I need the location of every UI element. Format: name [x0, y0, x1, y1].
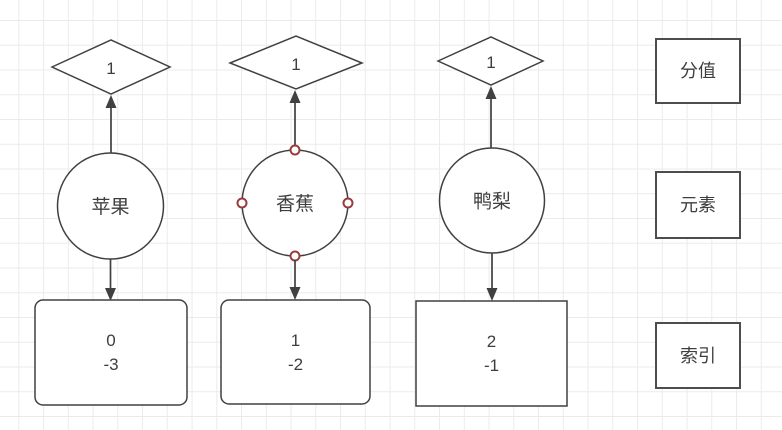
connection-point-right-handle[interactable]	[342, 197, 354, 209]
legend-box-element[interactable]: 元素	[655, 171, 741, 239]
index-rect-3[interactable]	[415, 300, 568, 407]
score-label-3: 1	[486, 53, 495, 72]
legend-rect-index[interactable]	[655, 322, 741, 389]
legend-rect-element[interactable]	[655, 171, 741, 239]
connection-point-left-handle[interactable]	[236, 197, 248, 209]
arrowhead-down-3	[486, 288, 498, 301]
index-rect-2[interactable]	[220, 299, 371, 405]
index-box-1[interactable]: 0 -3	[34, 299, 188, 406]
edge-element-to-index-3[interactable]	[486, 253, 498, 301]
element-circle-1[interactable]: 苹果	[56, 152, 165, 260]
arrowhead-up-1	[105, 95, 117, 108]
legend-label-index: 索引	[680, 346, 716, 366]
arrowhead-up-2	[289, 90, 301, 103]
index-neg-value-1: -3	[103, 355, 118, 374]
diamond-shape-2[interactable]	[227, 35, 365, 90]
index-box-2[interactable]: 1 -2	[220, 299, 371, 405]
edge-element-to-score-1[interactable]	[105, 95, 117, 153]
index-rect-1[interactable]	[34, 299, 188, 406]
arrowhead-down-1	[105, 288, 116, 301]
score-diamond-3[interactable]: 1	[436, 36, 545, 86]
arrowhead-up-3	[485, 86, 497, 99]
edge-element-to-index-2[interactable]	[289, 260, 301, 300]
edge-element-to-index-1[interactable]	[105, 259, 116, 301]
index-value-1: 0	[106, 331, 115, 350]
index-value-2: 1	[291, 331, 300, 350]
arrowhead-down-2	[289, 287, 301, 300]
edge-element-to-score-2[interactable]	[289, 90, 301, 150]
element-label-2: 香蕉	[276, 193, 314, 215]
legend-rect-score[interactable]	[655, 38, 741, 104]
score-label-2: 1	[291, 55, 300, 74]
element-circle-2[interactable]: 香蕉	[236, 144, 354, 262]
score-label-1: 1	[106, 59, 115, 78]
legend-label-score: 分值	[680, 61, 716, 81]
index-box-3[interactable]: 2 -1	[415, 300, 568, 407]
element-label-1: 苹果	[91, 196, 129, 218]
connection-point-bottom-handle[interactable]	[289, 250, 301, 262]
connection-point-top-handle[interactable]	[289, 144, 301, 156]
index-value-3: 2	[487, 332, 496, 351]
legend-label-element: 元素	[680, 195, 716, 215]
legend-box-score[interactable]: 分值	[655, 38, 741, 104]
edge-element-to-score-3[interactable]	[485, 86, 497, 148]
index-neg-value-2: -2	[288, 355, 303, 374]
element-label-3: 鸭梨	[473, 191, 511, 213]
index-neg-value-3: -1	[484, 356, 499, 375]
diamond-shape-3[interactable]	[436, 36, 545, 86]
score-diamond-2[interactable]: 1	[227, 35, 365, 90]
legend-box-index[interactable]: 索引	[655, 322, 741, 389]
element-circle-3[interactable]: 鸭梨	[438, 147, 546, 254]
diamond-shape-1[interactable]	[50, 39, 172, 95]
score-diamond-1[interactable]: 1	[50, 39, 172, 95]
